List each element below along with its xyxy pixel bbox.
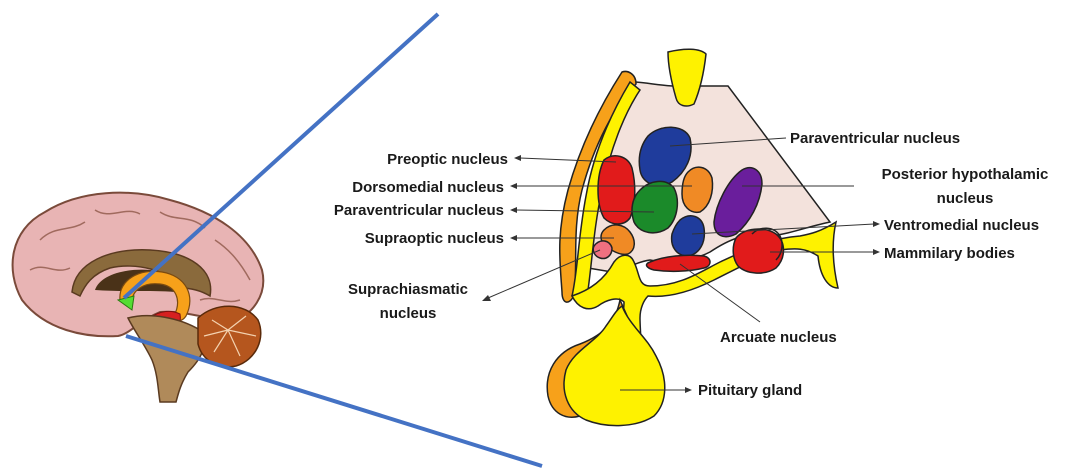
label-paraventricular-left: Paraventricular nucleus <box>334 202 504 219</box>
label-arcuate: Arcuate nucleus <box>720 329 837 346</box>
label-pituitary: Pituitary gland <box>698 382 802 399</box>
label-paraventricular-top: Paraventricular nucleus <box>790 130 960 147</box>
brain-sagittal-view <box>13 193 264 402</box>
zoom-line-lower <box>126 336 542 466</box>
suprachiasmatic-nucleus <box>593 241 612 259</box>
label-mammillary: Mammilary bodies <box>884 245 1015 262</box>
mammillary-bodies <box>733 229 783 273</box>
label-suprachiasmatic-line2: nucleus <box>380 305 437 322</box>
preoptic-nucleus-red <box>598 156 635 224</box>
cerebellum <box>198 306 261 367</box>
pituitary-gland <box>564 306 665 426</box>
label-posterior-line1: Posterior hypothalamic <box>882 166 1049 183</box>
label-suprachiasmatic-line1: Suprachiasmatic <box>348 281 468 298</box>
hypothalamus-detail <box>547 49 838 425</box>
label-supraoptic: Supraoptic nucleus <box>365 230 504 247</box>
label-ventromedial: Ventromedial nucleus <box>884 217 1039 234</box>
label-dorsomedial: Dorsomedial nucleus <box>352 179 504 196</box>
label-preoptic: Preoptic nucleus <box>387 151 508 168</box>
label-posterior-line2: nucleus <box>937 190 994 207</box>
